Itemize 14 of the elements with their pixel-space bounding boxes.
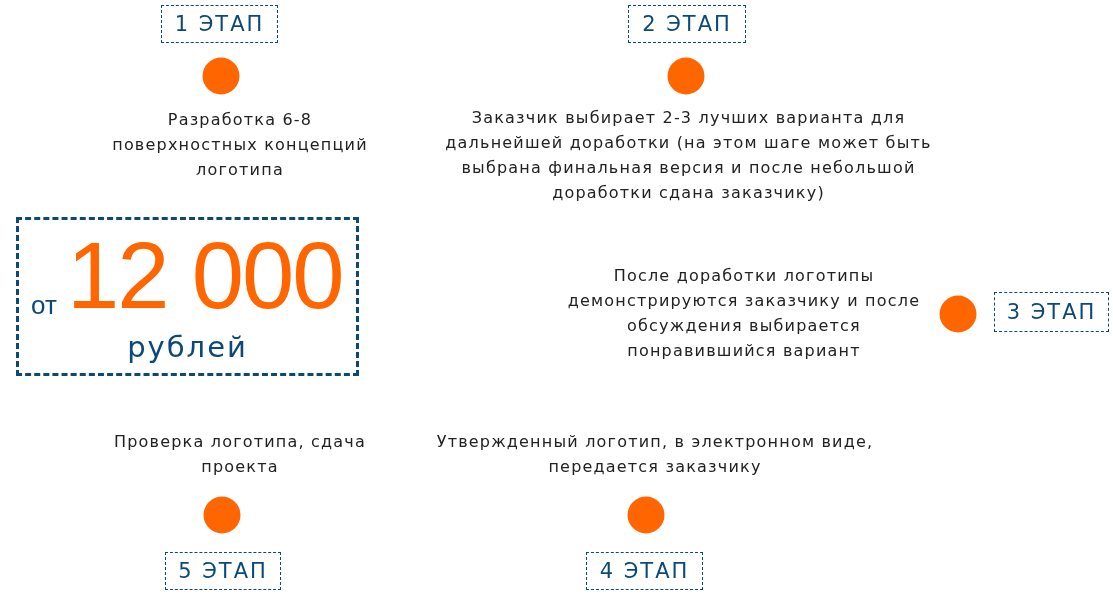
stage-description: Утвержденный логотип, в электронном виде, передается заказчику — [435, 431, 875, 478]
price-currency: рублей — [126, 330, 249, 364]
price-box — [16, 217, 359, 376]
price-amount: 12 000 — [67, 226, 343, 326]
stage-description: Заказчик выбирает 2-3 лучших варианта для дальнейшей доработки (на этом шаге может быть выбрана финальная версия и после небольшой доработки сдана заказчику) — [444, 107, 933, 204]
stage-label: 2 ЭТАП — [628, 5, 746, 43]
stage-description: Проверка логотипа, сдача проекта — [112, 431, 368, 478]
price-prefix: от — [31, 290, 57, 321]
stage-label: 5 ЭТАП — [165, 552, 281, 590]
stage-description: Разработка 6-8 поверхностных концепций логотипа — [111, 109, 369, 181]
stage-label: 4 ЭТАП — [586, 552, 703, 590]
stage-label: 1 ЭТАП — [161, 5, 278, 43]
stage-description: После доработки логотипы демонстрируются заказчику и после обсуждения выбирается понравившийся вариант — [566, 265, 922, 362]
stage-label: 3 ЭТАП — [994, 292, 1109, 332]
